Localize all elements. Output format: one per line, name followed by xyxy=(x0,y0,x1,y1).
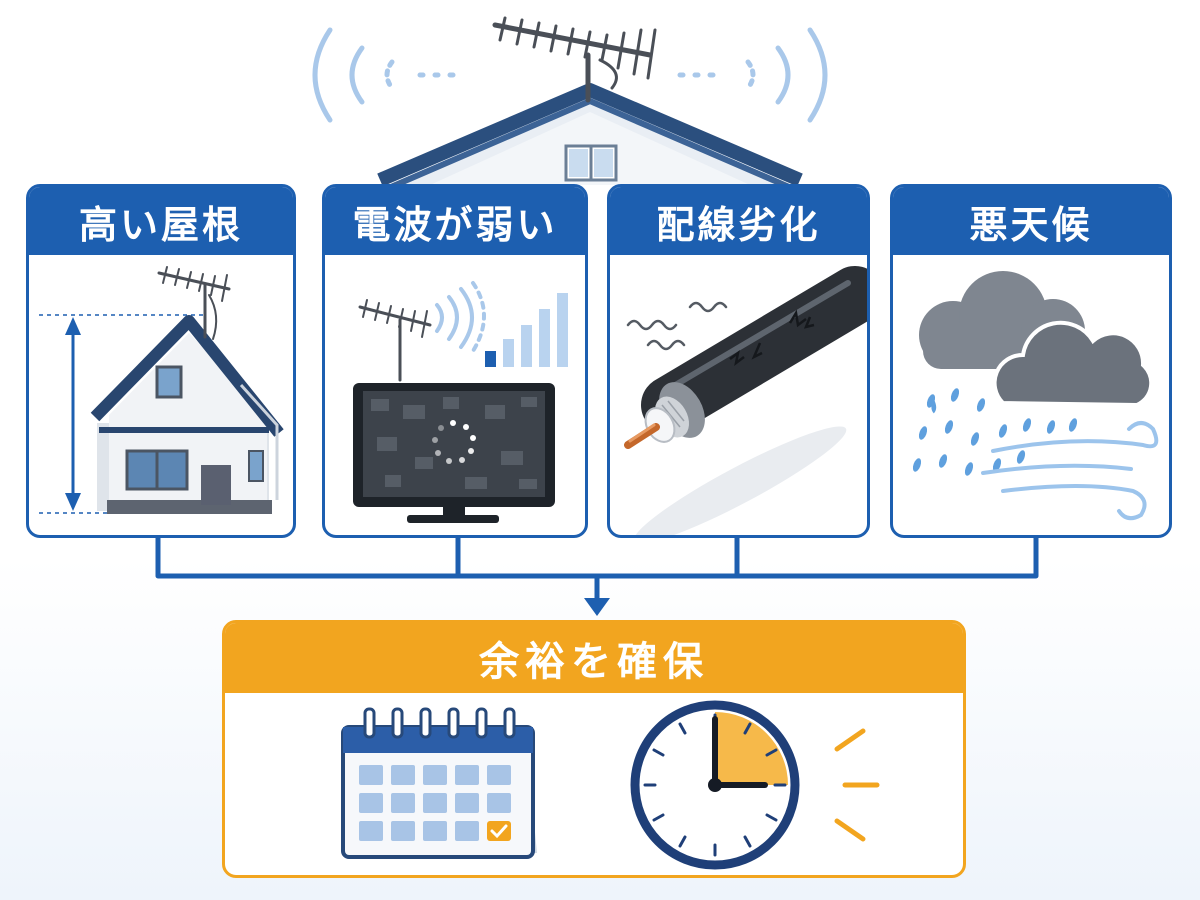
result-box-secure-margin: 余裕を確保 xyxy=(222,620,966,878)
clock-icon xyxy=(630,700,880,870)
down-arrow-icon xyxy=(584,598,610,616)
house-roof-icon xyxy=(377,83,803,193)
connector-lines xyxy=(155,538,1039,616)
yagi-antenna-icon xyxy=(492,16,657,103)
cracked-coax-cable-icon xyxy=(624,266,867,535)
storm-cloud-icon xyxy=(912,271,1159,521)
radio-wave-right-icon xyxy=(677,27,828,123)
radio-wave-left-icon xyxy=(312,27,463,123)
weak-signal-tv-icon xyxy=(353,281,568,523)
calendar-icon xyxy=(341,707,537,859)
factor-title: 高い屋根 xyxy=(29,187,293,255)
factor-card-weak-signal: 電波が弱い xyxy=(322,184,588,538)
factor-card-wiring-deterioration: 配線劣化 xyxy=(607,184,870,538)
factor-card-bad-weather: 悪天候 xyxy=(890,184,1172,538)
result-title: 余裕を確保 xyxy=(225,623,963,693)
roof-antenna-illustration xyxy=(312,16,828,193)
factor-title: 電波が弱い xyxy=(325,187,585,255)
tall-house-icon xyxy=(39,266,284,514)
factor-card-tall-roof: 高い屋根 xyxy=(26,184,296,538)
result-icons xyxy=(341,700,880,870)
factor-title: 配線劣化 xyxy=(610,187,867,255)
factor-title: 悪天候 xyxy=(893,187,1169,255)
